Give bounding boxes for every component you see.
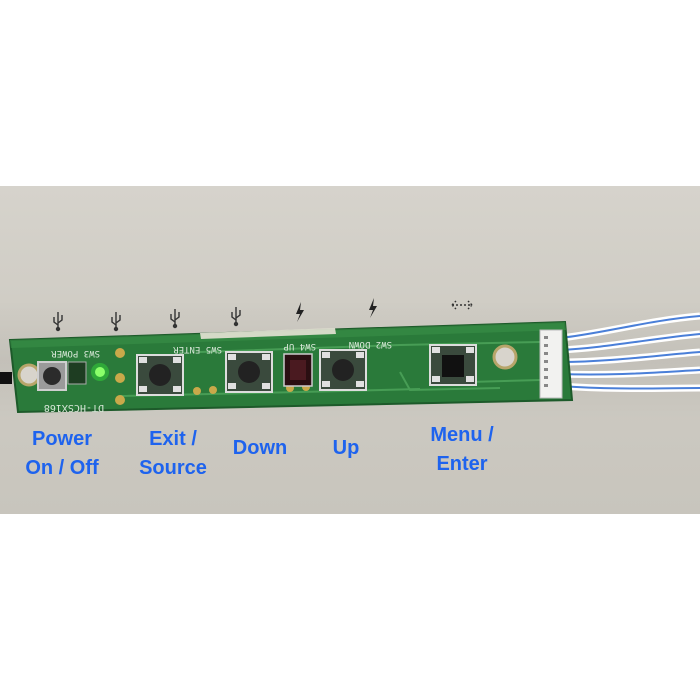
- up-button: [319, 349, 367, 391]
- label-exit-source: Exit / Source: [139, 428, 207, 479]
- silk-model: DT-HCSX168: [44, 402, 104, 413]
- label-menu-enter: Menu / Enter: [430, 424, 494, 475]
- label-down: Down: [232, 437, 288, 459]
- silk-up: SW4 UP: [283, 341, 316, 351]
- silk-enter: SW5 ENTER: [173, 344, 222, 354]
- label-power: Power On / Off: [25, 428, 99, 479]
- mounting-hole-left: [17, 363, 41, 387]
- usb-icon: [231, 307, 241, 327]
- lightning-icon: [369, 298, 377, 318]
- ir-sensor: [283, 353, 313, 387]
- usb-icon: [111, 312, 121, 332]
- mounting-hole-right: [492, 344, 518, 370]
- arrows-left-right-icon: [451, 300, 473, 310]
- exit-source-button: [136, 354, 184, 396]
- menu-enter-button: [429, 344, 477, 386]
- wire-connector: [539, 329, 563, 399]
- label-up: Up: [332, 437, 360, 459]
- silk-down: SW2 DOWN: [349, 339, 392, 349]
- adhesive-tape: [200, 328, 336, 339]
- ribbon-cable: [559, 312, 700, 392]
- lightning-icon: [296, 302, 304, 322]
- silkscreen: SW3 POWER SW5 ENTER SW4 UP SW2 DOWN DT-H…: [44, 339, 392, 413]
- power-switch: [37, 361, 67, 391]
- usb-icon: [53, 312, 63, 332]
- down-button: [225, 351, 273, 393]
- power-cable: [0, 372, 12, 384]
- solder-pads: [115, 348, 310, 405]
- usb-icon: [170, 309, 180, 329]
- led-indicator: [67, 361, 109, 385]
- silk-power: SW3 POWER: [51, 348, 100, 358]
